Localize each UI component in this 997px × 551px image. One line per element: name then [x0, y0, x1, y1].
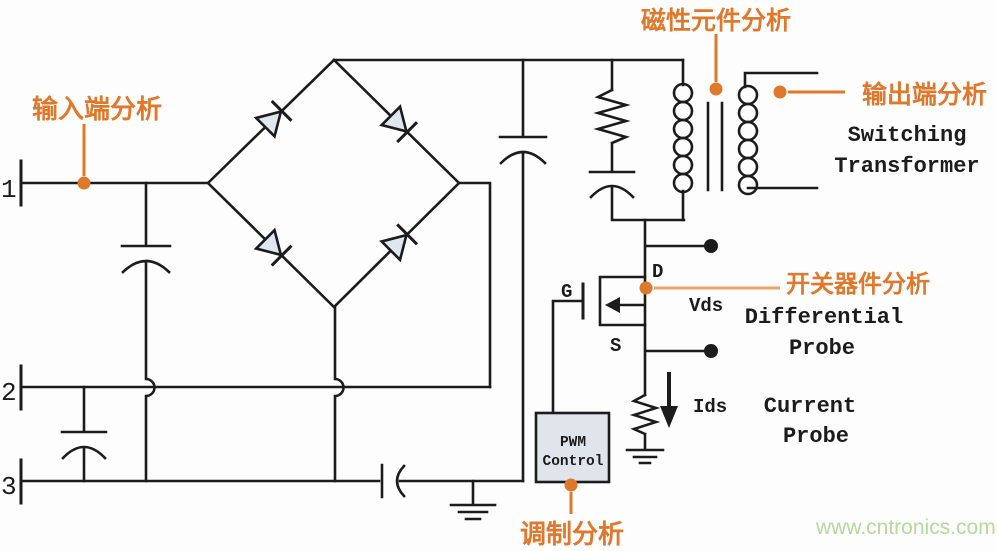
diode-top-left	[253, 99, 293, 139]
modulation-annotation-label: 调制分析	[520, 520, 624, 549]
drain-label: D	[652, 261, 663, 283]
input-probe-dot	[77, 176, 91, 190]
bridge-diodes	[253, 99, 419, 267]
modulation-probe-dot	[564, 478, 578, 492]
bridge-diamond	[206, 58, 461, 309]
diode-bottom-right	[379, 223, 419, 263]
gate-wire	[551, 299, 585, 415]
magnetic-annotation-label: 磁性元件分析	[641, 6, 791, 35]
ground-sense	[625, 448, 665, 465]
transformer-core	[706, 101, 724, 192]
current-probe-label-line2: Probe	[783, 424, 849, 449]
snubber-rc	[588, 58, 686, 222]
switching-transformer-label-line2: Transformer	[834, 154, 979, 179]
mosfet-arrow	[605, 297, 620, 313]
bridge-bottom-drop-hop	[333, 305, 345, 483]
source-wire	[643, 323, 706, 397]
probe-dot-drain	[704, 239, 718, 253]
wire-network	[19, 58, 819, 521]
probe-dot-source	[704, 344, 718, 358]
ids-arrow-head	[660, 406, 678, 428]
black-symbols	[605, 239, 718, 428]
ids-arrow-shaft	[667, 372, 671, 407]
current-probe-label-line1: Current	[764, 394, 856, 419]
bridge-right-drop	[457, 181, 492, 389]
switching-transformer-label-line1: Switching	[848, 123, 967, 148]
source-label: S	[610, 335, 621, 357]
ground-line3	[449, 479, 497, 521]
annotation-markers	[77, 82, 787, 492]
pwm-label-line2: Control	[543, 454, 604, 470]
cap-line1-line3	[120, 181, 172, 483]
terminal-1-label: 1	[1, 175, 17, 205]
pwm-label-line1: PWM	[560, 435, 586, 451]
terminal-3-label: 3	[1, 472, 17, 502]
cap-series-line3	[380, 463, 406, 499]
terminal-2-label: 2	[1, 378, 17, 408]
magnetic-probe-dot	[709, 82, 723, 96]
ids-label: Ids	[693, 396, 727, 418]
cap-line2-line3	[60, 385, 108, 483]
annotation-leaders	[82, 34, 845, 514]
switch-annotation-label: 开关器件分析	[786, 271, 930, 298]
watermark-text: www.cntronics.com	[815, 516, 996, 539]
pwm-control-box	[534, 411, 611, 484]
differential-probe-label-line2: Probe	[789, 336, 855, 361]
diode-bottom-left	[253, 227, 293, 267]
output-probe-dot	[773, 85, 787, 99]
bulk-capacitor	[498, 58, 548, 483]
gate-label: G	[561, 281, 572, 303]
diode-top-right	[379, 104, 419, 144]
output-annotation-label: 输出端分析	[862, 80, 987, 109]
drain-wire	[643, 218, 706, 279]
sense-resistor	[629, 393, 661, 451]
input-annotation-label: 输入端分析	[32, 94, 162, 124]
vds-label: Vds	[689, 295, 723, 317]
secondary-leads	[743, 71, 819, 190]
mosfet-body	[598, 275, 647, 327]
switch-probe-dot	[639, 281, 653, 295]
differential-probe-label-line1: Differential	[745, 305, 903, 330]
